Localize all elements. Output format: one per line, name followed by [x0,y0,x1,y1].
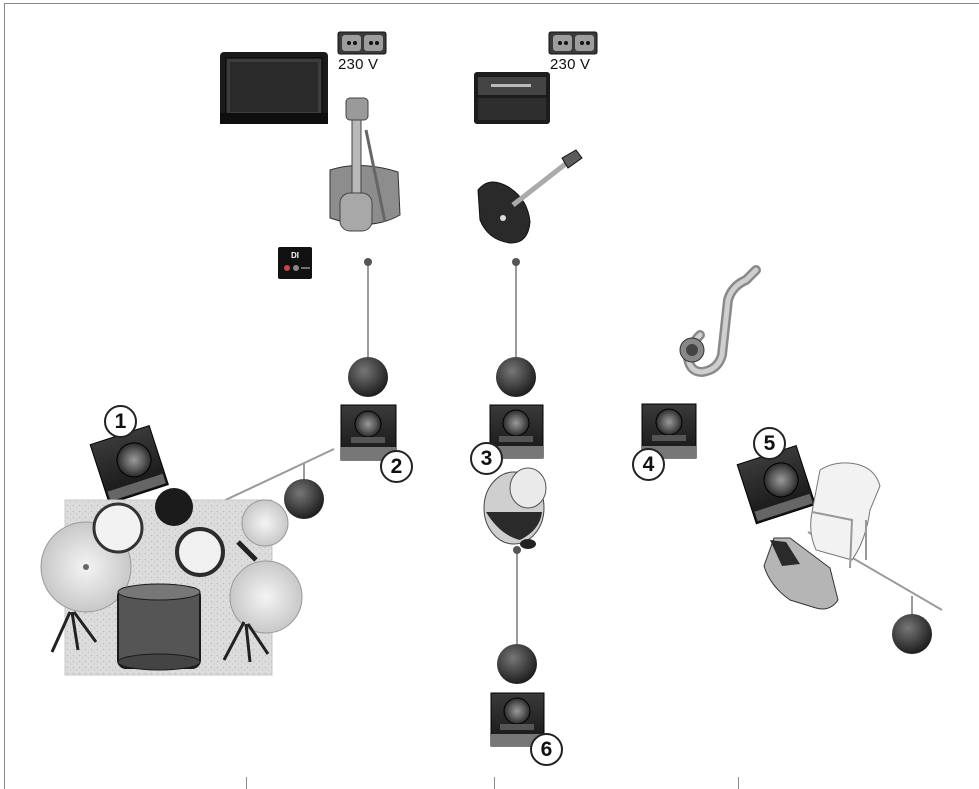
monitor-number-4: 4 [632,448,665,481]
power-outlet-icon-1 [338,32,386,54]
di-box-label: DI [291,251,299,260]
bass-guitar-icon [330,98,400,231]
singer-icon [484,468,546,549]
electric-guitar-icon [478,150,582,243]
monitor-number-3: 3 [470,442,503,475]
mic-stand-icon-6 [497,546,537,684]
bass-amp-icon [220,52,328,124]
power-outlet-label-2: 230 V [550,56,590,73]
monitor-wedge-icon-1 [90,426,168,504]
mic-stand-icon-1 [348,258,388,397]
chair-icon [811,463,880,568]
monitor-number-5: 5 [753,427,786,460]
guitar-amp-icon [474,72,550,124]
monitor-number-6: 6 [530,733,563,766]
power-outlet-icon-2 [549,32,597,54]
monitor-number-1: 1 [104,405,137,438]
mic-stand-icon-2 [496,258,536,397]
drum-kit-icon [41,488,302,675]
saxophone-icon [680,270,756,372]
power-outlet-label-1: 230 V [338,56,378,73]
monitor-number-2: 2 [380,450,413,483]
di-box-icon: DI [278,247,312,279]
